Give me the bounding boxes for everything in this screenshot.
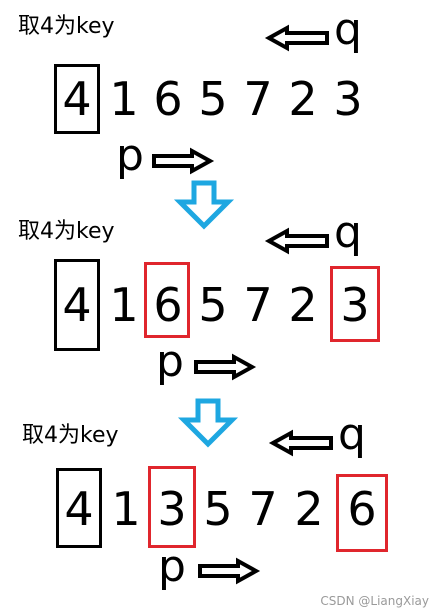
step-1-digit-6: 3 [333,72,363,126]
step-2-digit-2: 6 [153,278,183,332]
step-2-digit-6: 3 [340,278,370,332]
p-right-arrow-icon [194,353,257,381]
step-3-digit-6: 6 [347,482,377,536]
step-1-digit-0: 4 [62,72,92,126]
flow-down-arrow-icon [173,180,235,230]
step-1-digit-4: 7 [243,72,273,126]
step-3-swap-box-right [336,474,388,552]
step-3-digit-1: 1 [111,482,141,536]
step-3-digit-3: 5 [203,482,233,536]
q-left-arrow-icon [264,24,329,52]
step-1-label: 取4为key [18,14,115,39]
watermark: CSDN @LiangXiay [320,594,429,608]
p-right-arrow-icon [152,147,215,175]
step-3-key-box [56,468,102,548]
step-2-label: 取4为key [18,219,115,244]
step-2-key-box [54,259,100,351]
q-left-arrow-icon [268,429,333,457]
step-1-pointer-p: p [116,130,144,181]
step-3-pointer-q: q [338,409,366,460]
step-2-pointer-q: q [334,207,362,258]
step-1-digit-1: 1 [109,72,139,126]
step-1-key-box [54,64,100,134]
step-2-swap-box-left [144,262,190,338]
step-1-digit-5: 2 [288,72,318,126]
p-right-arrow-icon [198,557,261,585]
step-3-digit-4: 7 [248,482,278,536]
step-3-digit-0: 4 [64,482,94,536]
step-2-swap-box-right [330,266,380,342]
step-2-digit-0: 4 [62,278,92,332]
q-left-arrow-icon [264,227,329,255]
step-2-pointer-p: p [156,336,184,387]
step-3-pointer-p: p [158,541,186,592]
step-1-pointer-q: q [334,4,362,55]
step-1-digit-2: 6 [153,72,183,126]
step-3-label: 取4为key [22,423,119,448]
step-2-digit-3: 5 [198,278,228,332]
step-2-digit-1: 1 [109,278,139,332]
step-3-digit-2: 3 [157,482,187,536]
step-2-digit-4: 7 [243,278,273,332]
step-3-digit-5: 2 [294,482,324,536]
step-1-digit-3: 5 [198,72,228,126]
flow-down-arrow-icon [177,398,239,448]
step-2-digit-5: 2 [288,278,318,332]
step-3-swap-box-left [148,466,196,548]
